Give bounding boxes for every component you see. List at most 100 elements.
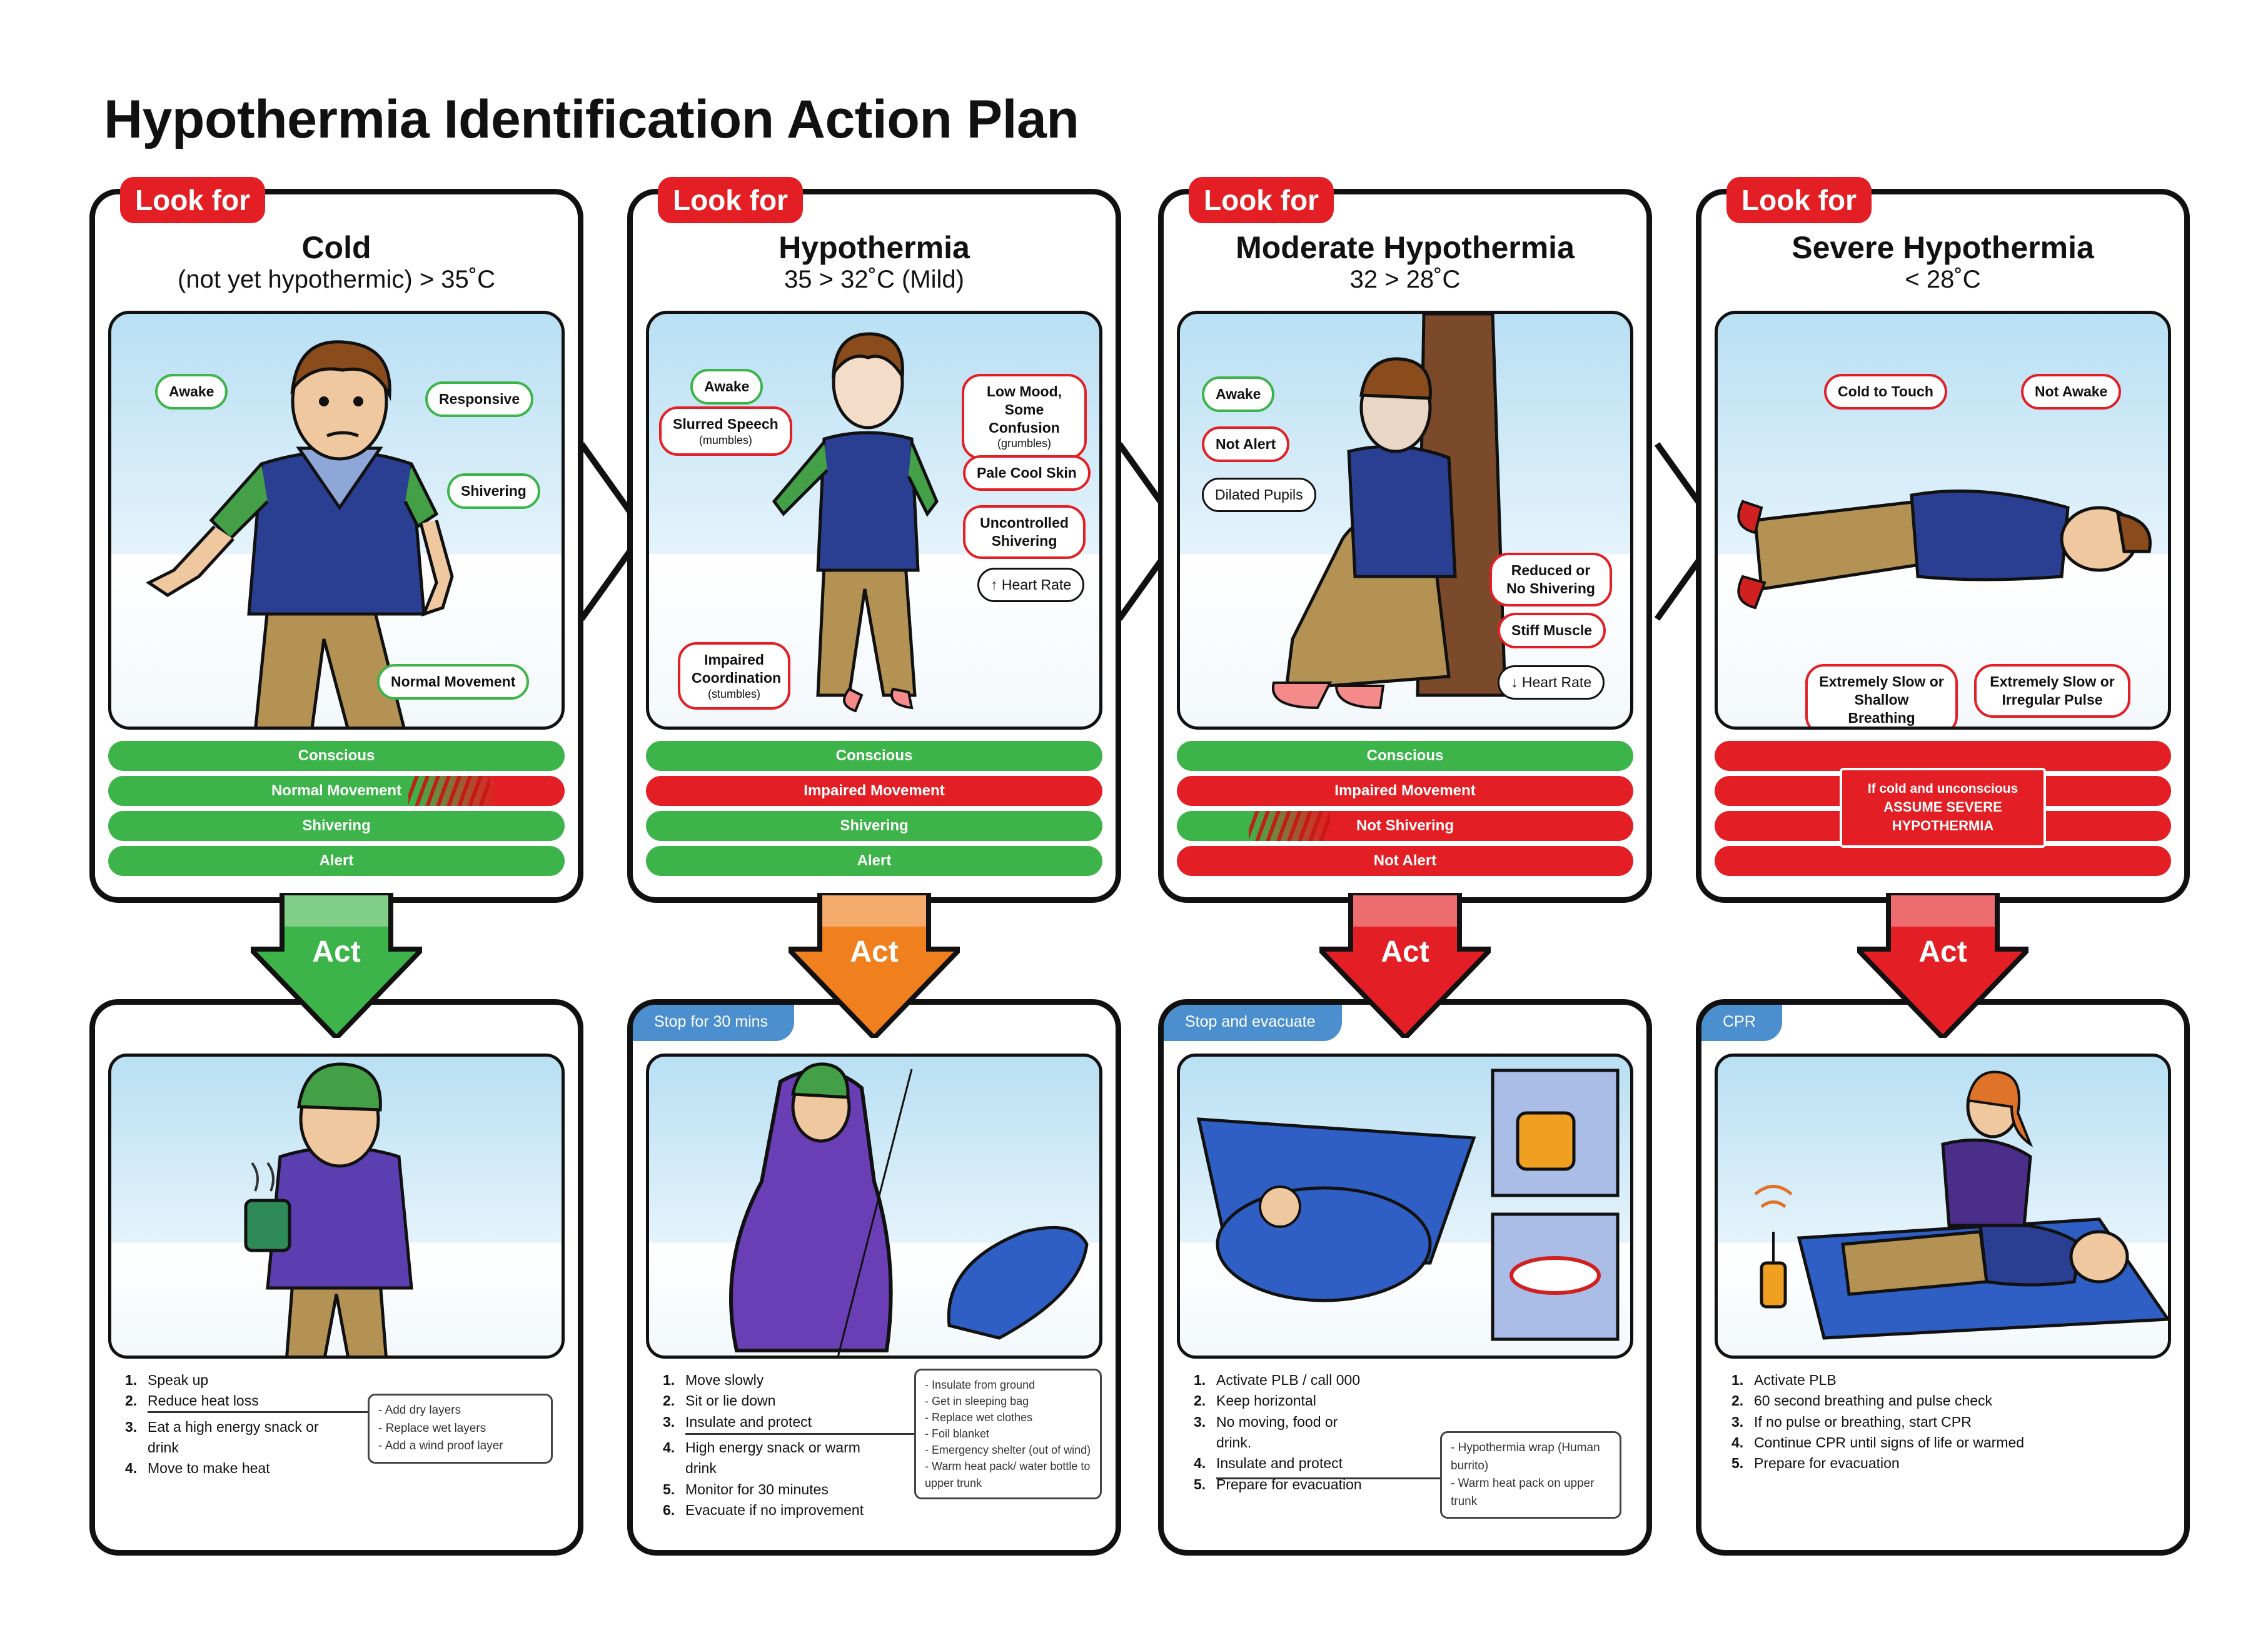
callout-not-alert: Not Alert — [1202, 426, 1290, 462]
sleeping-bag-illustration — [646, 1054, 1102, 1359]
sitting-scout-icon — [1271, 314, 1507, 710]
status-bars: Conscious Impaired Movement Not Shiverin… — [1177, 741, 1633, 881]
step-item: 1.Activate PLB — [1731, 1372, 1837, 1388]
callout-reduced-shivering: Reduced or No Shivering — [1489, 553, 1612, 606]
look-for-tab: Look for — [1189, 177, 1334, 223]
stage-title: Cold — [301, 230, 371, 265]
look-for-card-moderate: Look for Moderate Hypothermia 32 > 28˚C … — [1158, 177, 1652, 903]
act-label: Act — [312, 935, 361, 968]
stage-temperature: 35 > 32˚C (Mild) — [784, 266, 964, 293]
status-conscious: Conscious — [646, 741, 1102, 771]
act-arrow-icon — [1319, 893, 1491, 1038]
stage-temperature: (not yet hypothermic) > 35˚C — [178, 266, 495, 293]
status-alert: Not Alert — [1177, 846, 1633, 876]
stage-temperature: < 28˚C — [1905, 266, 1981, 293]
action-steps: 1.Activate PLB 2.60 second breathing and… — [1731, 1370, 2169, 1474]
sub-list: Insulate from groundGet in sleeping bagR… — [914, 1369, 1102, 1499]
status-movement: Impaired Movement — [646, 776, 1102, 806]
look-for-card-severe: Look for Severe Hypothermia < 28˚C Cold … — [1696, 177, 2190, 903]
stop-tab: Stop for 30 mins — [633, 1005, 795, 1041]
moderate-hypothermia-illustration: Awake Not Alert Dilated Pupils Reduced o… — [1177, 311, 1633, 730]
cold-scout-illustration: Awake Responsive Shivering Normal Moveme… — [108, 311, 565, 730]
stop-tab: Stop and evacuate — [1164, 1005, 1342, 1041]
step-item: 6.Evacuate if no improvement — [663, 1502, 864, 1519]
sub-list: Add dry layersReplace wet layersAdd a wi… — [368, 1394, 553, 1464]
status-movement: Impaired Movement — [1177, 776, 1633, 806]
action-steps: 1.Activate PLB / call 000 2.Keep horizon… — [1194, 1370, 1469, 1495]
callout-pale-cool-skin: Pale Cool Skin — [963, 455, 1091, 491]
act-arrow-icon — [251, 893, 422, 1038]
column-hypothermia: Look for Hypothermia 35 > 32˚C (Mild) Aw… — [627, 0, 1121, 1625]
scout-with-mug-icon — [244, 1062, 413, 1356]
step-item: 4.Continue CPR until signs of life or wa… — [1731, 1434, 2025, 1451]
callout-slow-breathing: Extremely Slow or Shallow Breathing — [1805, 664, 1958, 727]
page-title: Hypothermia Identification Action Plan — [104, 89, 1079, 149]
step-item: 3.If no pulse or breathing, start CPR — [1731, 1413, 1972, 1430]
action-steps: 1.Move slowly 2.Sit or lie down 3.Insula… — [663, 1370, 938, 1521]
status-shivering: Not Shivering — [1177, 811, 1633, 841]
step-item: 3.No moving, food or drink. — [1194, 1413, 1338, 1451]
step-item: 2.Reduce heat loss — [125, 1392, 259, 1409]
step-item: 1.Speak up — [125, 1372, 209, 1388]
connector-line — [148, 1411, 398, 1413]
callout-heart-rate-up: ↑ Heart Rate — [977, 568, 1085, 602]
act-label: Act — [1918, 935, 1967, 968]
connector-line — [1216, 1477, 1454, 1479]
callout-not-awake: Not Awake — [2021, 374, 2122, 410]
step-item: 2.60 second breathing and pulse check — [1731, 1392, 1993, 1409]
status-conscious: Conscious — [1177, 741, 1633, 771]
callout-awake: Awake — [690, 369, 764, 405]
look-for-tab: Look for — [1726, 177, 1872, 223]
shivering-scout-icon — [772, 332, 939, 713]
callout-slurred-speech: Slurred Speech(mumbles) — [659, 406, 792, 456]
step-item: 2.Keep horizontal — [1194, 1392, 1316, 1409]
callout-awake: Awake — [1202, 376, 1275, 412]
status-alert: Alert — [646, 846, 1102, 876]
look-for-card-cold: Look for Cold (not yet hypothermic) > 35… — [89, 177, 583, 903]
callout-dilated-pupils: Dilated Pupils — [1202, 478, 1316, 512]
sleeping-bag-icon — [729, 1062, 1089, 1356]
status-shivering: Shivering — [646, 811, 1102, 841]
column-moderate-hypothermia: Look for Moderate Hypothermia 32 > 28˚C … — [1158, 0, 1652, 1625]
status-movement: Normal Movement — [108, 776, 565, 806]
step-item: 1.Move slowly — [663, 1372, 764, 1388]
step-item: 1.Activate PLB / call 000 — [1194, 1372, 1361, 1388]
scout-figure-icon — [146, 340, 454, 727]
status-bars: Conscious Normal Movement Shivering Aler… — [108, 741, 565, 881]
look-for-card-hypothermia: Look for Hypothermia 35 > 32˚C (Mild) Aw… — [627, 177, 1121, 903]
callout-awake: Awake — [155, 374, 228, 410]
mild-hypothermia-illustration: Awake Slurred Speech(mumbles) Low Mood, … — [646, 311, 1102, 730]
stage-temperature: 32 > 28˚C — [1349, 266, 1461, 293]
cpr-illustration — [1715, 1054, 2171, 1359]
step-item: 5.Prepare for evacuation — [1731, 1455, 1900, 1472]
act-card-hypothermia: Stop for 30 mins 1.Move slowly 2.Sit or … — [627, 999, 1121, 1556]
lying-scout-icon — [1737, 489, 2152, 610]
action-steps: 1.Speak up 2.Reduce heat loss 3.Eat a hi… — [125, 1370, 400, 1479]
look-for-tab: Look for — [120, 177, 265, 223]
callout-responsive: Responsive — [425, 381, 534, 417]
status-bar — [1715, 741, 2171, 771]
column-severe-hypothermia: Look for Severe Hypothermia < 28˚C Cold … — [1696, 0, 2190, 1625]
step-item: 3.Insulate and protect — [663, 1413, 812, 1430]
stage-title: Moderate Hypothermia — [1236, 230, 1575, 265]
status-shivering: Shivering — [108, 811, 565, 841]
callout-cold-to-touch: Cold to Touch — [1824, 374, 1947, 410]
status-alert: Alert — [108, 846, 565, 876]
callout-stiff-muscle: Stiff Muscle — [1498, 613, 1606, 648]
act-card-moderate: Stop and evacuate 1.Activate PLB / call … — [1158, 999, 1652, 1556]
assume-severe-warning: If cold and unconscious ASSUME SEVERE HY… — [1840, 768, 2046, 848]
callout-heart-rate-down: ↓ Heart Rate — [1498, 665, 1605, 700]
act-label: Act — [1381, 935, 1429, 968]
evacuation-illustration — [1177, 1054, 1633, 1359]
sub-list: Hypothermia wrap (Human burrito)Warm hea… — [1440, 1431, 1621, 1519]
act-arrow-icon — [1857, 893, 2029, 1038]
callout-shivering: Shivering — [447, 473, 540, 509]
stage-title: Severe Hypothermia — [1792, 230, 2094, 265]
callout-normal-movement: Normal Movement — [377, 664, 530, 700]
stage-title: Hypothermia — [779, 230, 970, 265]
callout-low-mood: Low Mood, Some Confusion(grumbles) — [962, 374, 1087, 460]
shelter-and-plb-icon — [1196, 1069, 1620, 1341]
status-conscious: Conscious — [108, 741, 565, 771]
callout-impaired-coordination: Impaired Coordination(stumbles) — [678, 642, 790, 710]
column-cold: Look for Cold (not yet hypothermic) > 35… — [89, 0, 583, 1625]
